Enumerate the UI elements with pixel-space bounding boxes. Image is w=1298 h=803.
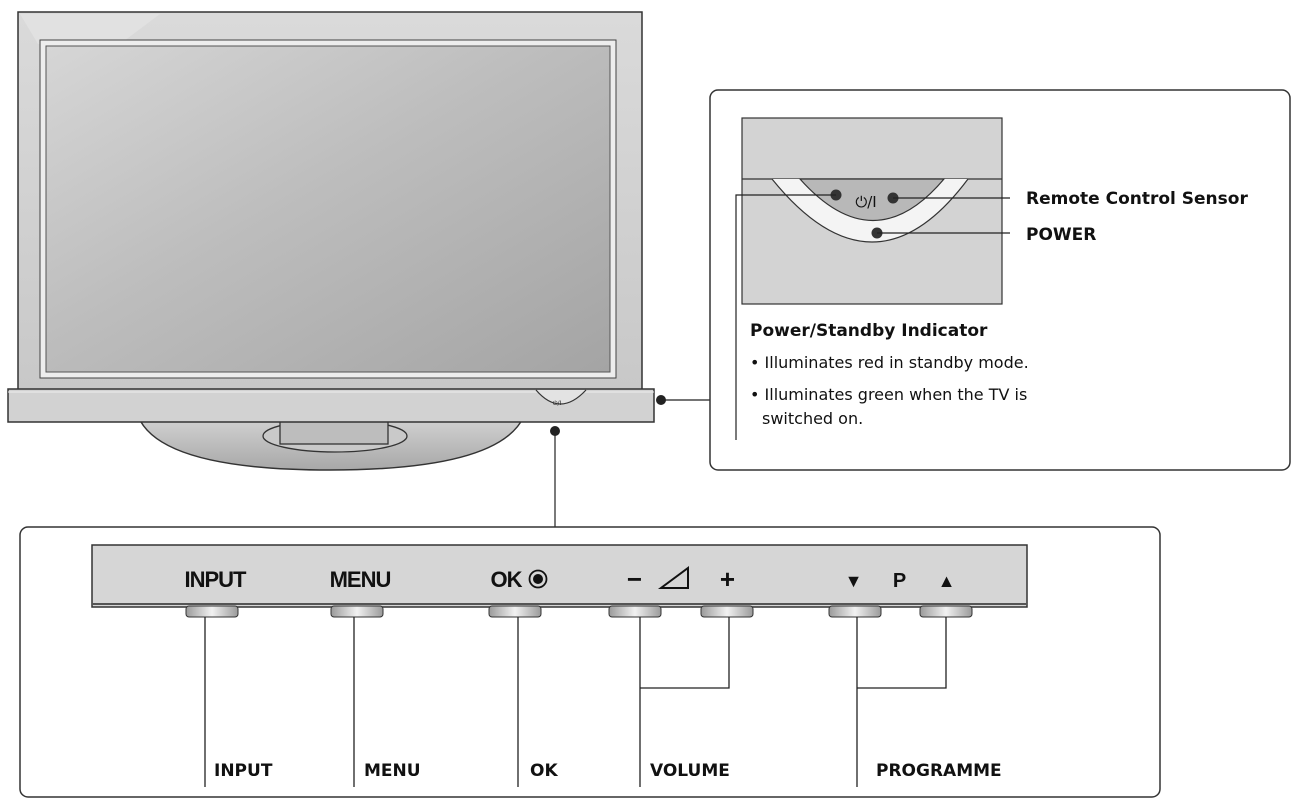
control-panel-strip xyxy=(91,544,1028,608)
label-programme: PROGRAMME xyxy=(876,761,1002,781)
control-bar-callout: INPUT MENU OK − + ▼ P ▲ xyxy=(19,526,1161,798)
label-ok: OK xyxy=(530,761,558,781)
indicator-bullet-1: • Illuminates red in standby mode. xyxy=(750,353,1029,372)
programme-p-symbol: P xyxy=(893,570,906,592)
power-symbol: ⏻/I xyxy=(855,193,876,211)
volume-minus-symbol: − xyxy=(627,564,642,594)
panel-text-ok: OK xyxy=(491,567,523,592)
label-menu: MENU xyxy=(364,761,421,781)
tv-illustration: ⏻/I xyxy=(7,11,712,527)
svg-text:⏻/I: ⏻/I xyxy=(553,400,562,407)
indicator-title: Power/Standby Indicator xyxy=(750,321,988,341)
menu-button[interactable] xyxy=(330,605,384,618)
indicator-bullet-2: • Illuminates green when the TV is xyxy=(750,385,1027,404)
panel-text-input: INPUT xyxy=(185,567,248,592)
power-label: POWER xyxy=(1026,225,1096,245)
label-volume: VOLUME xyxy=(650,761,730,781)
ok-button[interactable] xyxy=(488,605,542,618)
remote-sensor-label: Remote Control Sensor xyxy=(1026,189,1248,209)
sensor-callout: ⏻/I Remote Control Sensor POWER Power/St… xyxy=(709,89,1291,471)
programme-down-symbol: ▼ xyxy=(845,571,862,591)
programme-up-symbol: ▲ xyxy=(938,571,955,591)
volume-up-button[interactable] xyxy=(700,605,754,618)
label-input: INPUT xyxy=(214,761,273,781)
volume-icon xyxy=(657,566,689,589)
programme-up-button[interactable] xyxy=(919,605,973,618)
panel-text-menu: MENU xyxy=(330,567,391,592)
volume-plus-symbol: + xyxy=(720,564,735,594)
indicator-bullet-2-cont: switched on. xyxy=(762,409,863,428)
input-button[interactable] xyxy=(185,605,239,618)
tv-power-lens xyxy=(535,389,587,405)
tv-screen xyxy=(45,45,611,373)
programme-down-button[interactable] xyxy=(828,605,882,618)
ok-indicator-icon xyxy=(528,569,548,589)
volume-down-button[interactable] xyxy=(608,605,662,618)
